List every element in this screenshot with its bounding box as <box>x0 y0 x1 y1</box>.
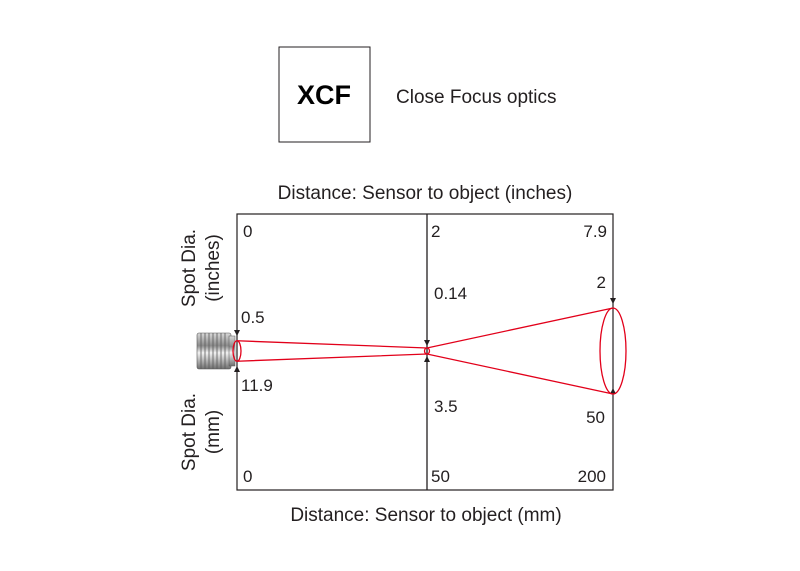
spot-mm-1: 3.5 <box>434 397 458 416</box>
tick-inches-2: 7.9 <box>583 222 607 241</box>
spot-ellipse-start <box>232 340 242 362</box>
tick-mm-1: 50 <box>431 467 450 486</box>
bottom-axis-title: Distance: Sensor to object (mm) <box>290 505 561 526</box>
dimension-arrows <box>234 298 616 394</box>
left-lower-title-line1: Spot Dia. <box>179 393 200 471</box>
spot-inches-2: 2 <box>597 273 606 292</box>
tick-inches-0: 0 <box>243 222 252 241</box>
spot-inches-1: 0.14 <box>434 284 467 303</box>
spot-mm-2: 50 <box>586 408 605 427</box>
left-upper-title-line1: Spot Dia. <box>179 229 200 307</box>
spot-mm-0: 11.9 <box>241 376 273 395</box>
left-lower-title-line2: (mm) <box>203 410 224 454</box>
model-code: XCF <box>297 80 351 110</box>
spot-ellipse-end <box>599 307 627 395</box>
top-axis-title: Distance: Sensor to object (inches) <box>278 183 573 204</box>
tick-mm-2: 200 <box>578 467 606 486</box>
left-upper-title-line2: (inches) <box>203 234 224 302</box>
spot-ellipse-focus <box>423 347 431 355</box>
tick-inches-1: 2 <box>431 222 440 241</box>
sensor-head-icon <box>196 332 236 370</box>
beam-shape <box>232 307 627 395</box>
optics-description: Close Focus optics <box>396 87 557 108</box>
spot-inches-0: 0.5 <box>241 308 265 327</box>
model-box <box>278 46 371 143</box>
tick-mm-0: 0 <box>243 467 252 486</box>
